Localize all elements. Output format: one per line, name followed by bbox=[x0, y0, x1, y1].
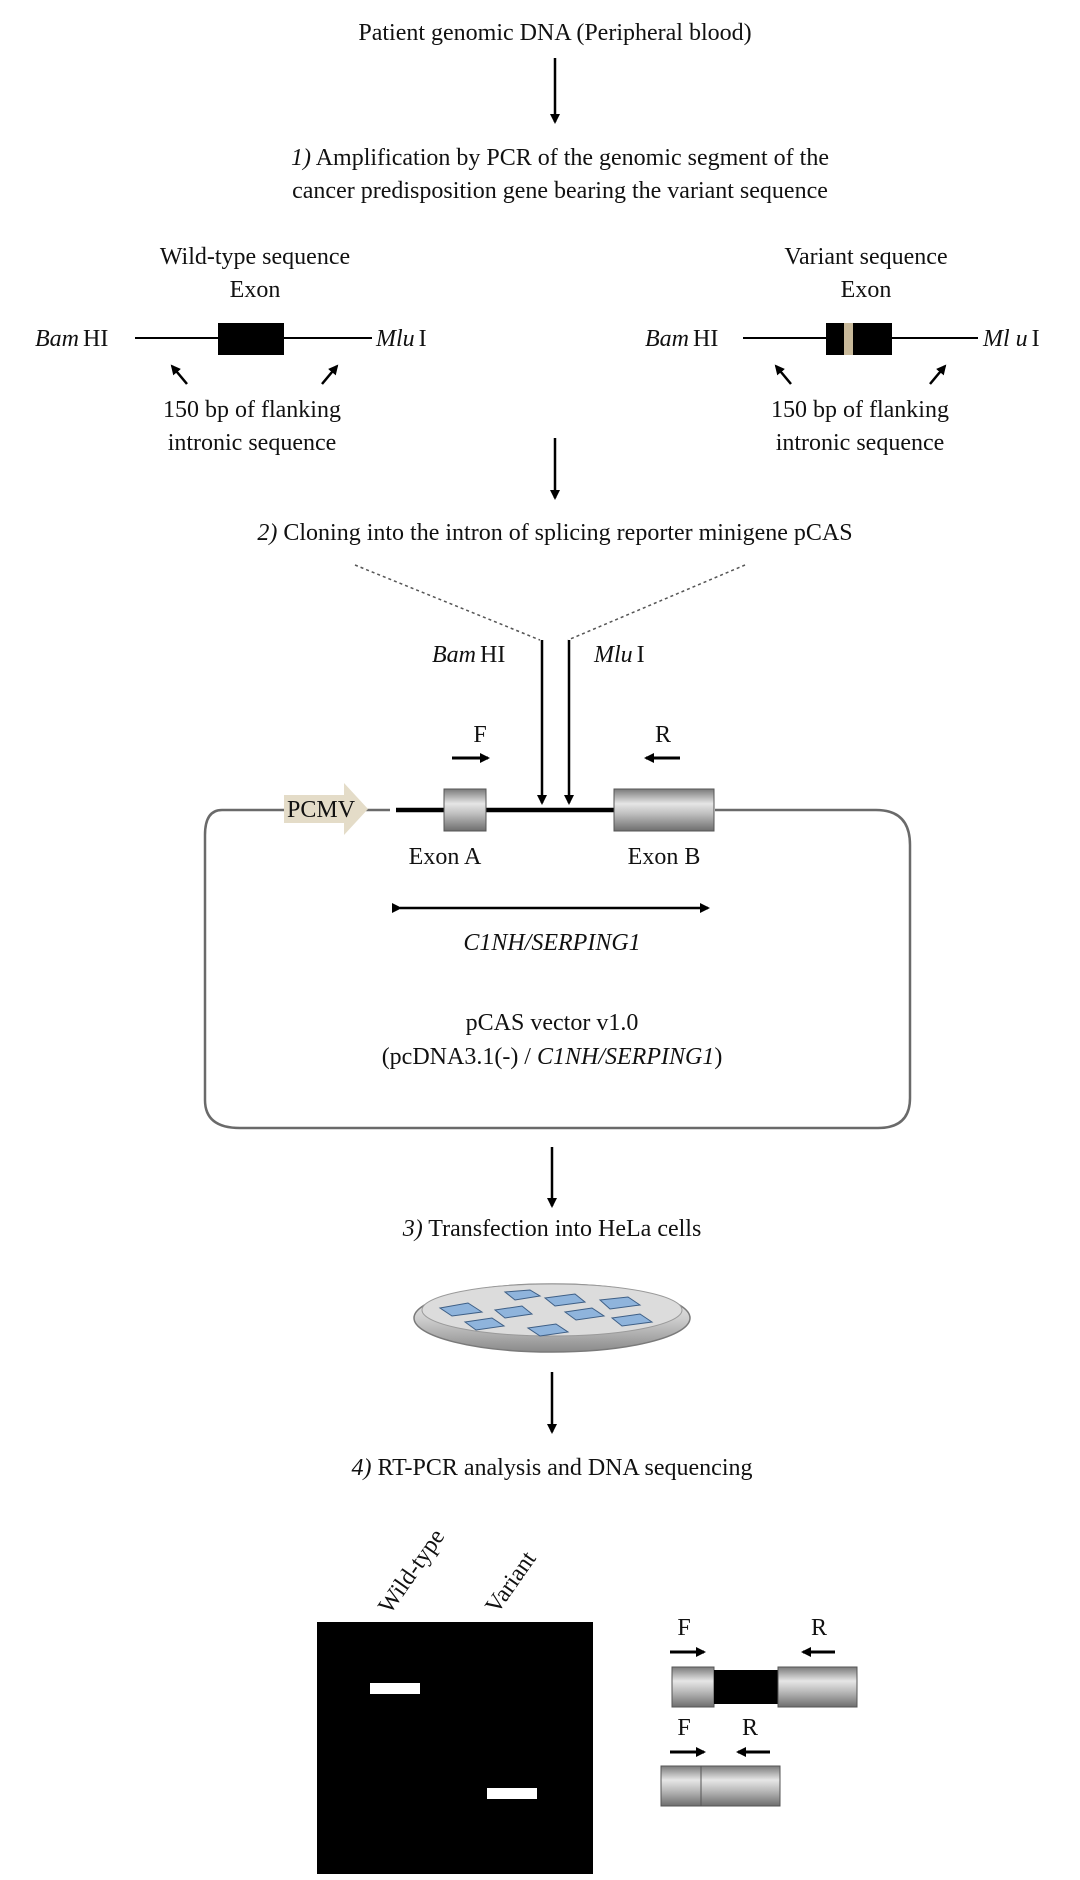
product1-primer-f-label: F bbox=[677, 1615, 690, 1641]
step4-label: 4) RT-PCR analysis and DNA sequencing bbox=[352, 1455, 753, 1481]
wildtype-flank-line2: intronic sequence bbox=[168, 430, 337, 456]
product1-primer-r-label: R bbox=[811, 1615, 827, 1641]
gel-lane-label-variant: Variant bbox=[481, 1546, 542, 1618]
step1-line2: cancer predisposition gene bearing the v… bbox=[292, 178, 828, 204]
wildtype-exon-box bbox=[218, 323, 284, 355]
gene-label: C1NH/SERPING1 bbox=[463, 930, 640, 956]
wildtype-flank-line1: 150 bp of flanking bbox=[163, 397, 341, 423]
variant-flank-line2: intronic sequence bbox=[776, 430, 945, 456]
step3-label: 3) Transfection into HeLa cells bbox=[402, 1216, 702, 1242]
product-inclusion: F R bbox=[670, 1615, 858, 1708]
exon-a-box bbox=[443, 788, 487, 832]
insert-guide-right bbox=[567, 564, 746, 641]
exon-b-label: Exon B bbox=[628, 844, 701, 870]
petri-dish-icon bbox=[413, 1283, 691, 1353]
primer-r-label: R bbox=[655, 722, 671, 748]
variant-title: Variant sequence bbox=[784, 244, 947, 270]
vector-outline bbox=[203, 808, 912, 1130]
pcmv-label: PCMV bbox=[287, 797, 356, 823]
source-label: Patient genomic DNA (Peripheral blood) bbox=[358, 20, 751, 46]
wildtype-title: Wild-type sequence bbox=[160, 244, 350, 270]
variant-flank-line1: 150 bp of flanking bbox=[771, 397, 949, 423]
gel-band-variant bbox=[487, 1788, 537, 1799]
wildtype-flank-arrow-left bbox=[170, 364, 188, 385]
agarose-gel bbox=[317, 1622, 593, 1874]
variant-flank-arrow-left bbox=[774, 364, 792, 385]
vector-name: pCAS vector v1.0 bbox=[466, 1010, 639, 1036]
product2-primer-f-label: F bbox=[677, 1715, 690, 1741]
variant-mutation-mark bbox=[844, 323, 853, 355]
variant-flank-arrow-right bbox=[929, 364, 947, 385]
exon-a-label: Exon A bbox=[409, 844, 482, 870]
gel-band-wildtype bbox=[370, 1683, 420, 1694]
step1-line1: 1) Amplification by PCR of the genomic s… bbox=[291, 145, 829, 171]
product2-primer-r-label: R bbox=[742, 1715, 758, 1741]
gel-lane-label-wildtype: Wild-type bbox=[374, 1525, 451, 1619]
vector-backbone: (pcDNA3.1(-) / C1NH/SERPING1) bbox=[382, 1044, 723, 1070]
step2-label: 2) Cloning into the intron of splicing r… bbox=[257, 520, 852, 546]
insert-guide-left bbox=[354, 564, 541, 641]
product-skipping: F R bbox=[660, 1715, 781, 1807]
product2-exon-b bbox=[700, 1765, 781, 1807]
primer-f-label: F bbox=[473, 722, 486, 748]
product1-exon-b bbox=[777, 1666, 858, 1708]
variant-exon-box bbox=[826, 323, 892, 355]
wildtype-exon-label: Exon bbox=[230, 277, 281, 303]
product1-exon-a bbox=[671, 1666, 715, 1708]
pcmv-promoter-arrow bbox=[284, 783, 368, 835]
product2-exon-a bbox=[660, 1765, 702, 1807]
variant-exon-label: Exon bbox=[841, 277, 892, 303]
product1-inserted-exon bbox=[714, 1670, 778, 1704]
wildtype-flank-arrow-right bbox=[321, 364, 339, 385]
exon-b-box bbox=[613, 788, 715, 832]
hela-cells bbox=[438, 1289, 654, 1337]
